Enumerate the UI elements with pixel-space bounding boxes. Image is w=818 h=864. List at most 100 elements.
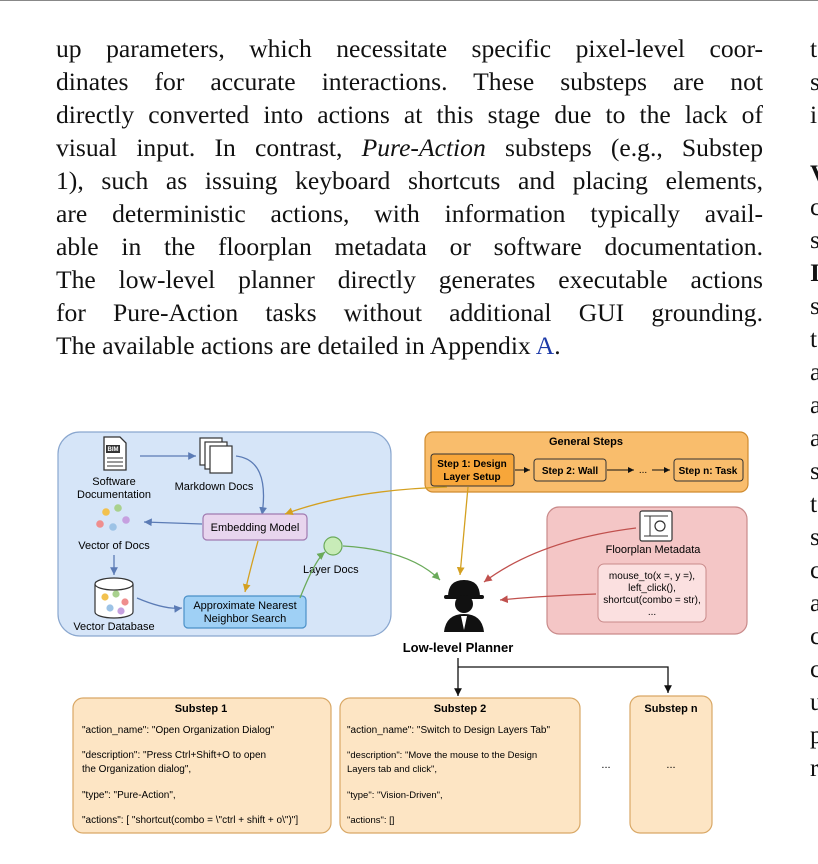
col2-char: c [810,192,818,221]
substep2-card [339,697,581,834]
text-line: up parameters, which necessitate specifi… [56,34,763,63]
arrow-planner-to-substepn [458,666,672,693]
action-item: mouse_to(x =, y =), [609,571,695,582]
embedding-model-box [202,513,308,541]
substep1-type: "type": "Pure-Action", [82,790,176,801]
substepn-body: ... [666,759,675,771]
col2-char: s [810,225,818,254]
substep1-actions: "actions": [ "shortcut(combo = \"ctrl + … [82,815,298,826]
general-steps-title: General Steps [549,436,623,448]
substepn-title: Substep n [644,703,697,715]
step1-label: Step 1: Design [437,459,506,470]
col2-char: a [810,357,818,386]
arrow-actions-to-planner [499,593,597,604]
markdown-docs-label: Markdown Docs [175,481,254,493]
markdown-docs-icon [199,437,233,474]
col2-char: c [810,654,818,683]
col2-char: s [810,291,818,320]
vector-database-icon [94,577,134,619]
appendix-link[interactable]: A [535,331,555,360]
col2-char: r [810,753,818,782]
col2-char: V [810,157,818,190]
substep1-card [72,697,332,834]
col2-char: t [810,34,818,63]
actions-box [597,563,707,623]
embedding-model-label: Embedding Model [211,522,300,534]
col2-char: c [810,555,818,584]
right-column-fragment-2: V c s I s t a a a s t s c a c c u p r [810,157,818,784]
substep1-title: Substep 1 [175,703,228,715]
vector-of-docs-label: Vector of Docs [78,540,150,552]
software-doc-icon [103,436,127,471]
text-span: visual input. In contrast, [56,133,362,162]
col2-char: a [810,423,818,452]
text-span: . [554,331,561,360]
col2-char: t [810,489,818,518]
text-span: The available actions are detailed in Ap… [56,331,536,360]
vector-database-label: Vector Database [73,621,154,633]
ann-search-label: Neighbor Search [204,613,287,625]
arrow-metadata-to-planner [483,527,637,583]
layer-docs-node [323,536,343,556]
arrow-step1-to-planner [456,486,469,576]
top-rule [0,0,818,1]
arrow-embedding-to-ann [242,540,259,593]
substep2-title: Substep 2 [434,703,487,715]
col2-char: s [810,522,818,551]
substep2-action-name: "action_name": "Switch to Design Layers … [347,725,550,736]
text-line: The low-level planner directly generates… [56,265,763,294]
vector-of-docs-icon [96,504,130,531]
text-line: are deterministic actions, with informat… [56,199,763,228]
arrow-embedding-to-vector [143,518,203,527]
body-paragraph: up parameters, which necessitate specifi… [56,32,763,362]
substep1-description: the Organization dialog", [82,764,191,775]
text-line: visual input. In contrast, Pure-Action s… [56,131,763,164]
substeps-ellipsis: ... [601,759,610,771]
col2-char: c [810,621,818,650]
stepn-label: Step n: Task [679,466,738,477]
planner-worker-icon [444,580,484,632]
step1-label: Layer Setup [443,472,500,483]
action-item: shortcut(combo = str), [603,595,701,606]
layer-docs-label: Layer Docs [303,564,359,576]
planner-label: Low-level Planner [403,640,514,655]
arrow-ann-to-layerdocs [299,551,326,599]
substepn-card [629,695,713,834]
substep1-action-name: "action_name": "Open Organization Dialog… [82,725,275,736]
col2-char: a [810,390,818,419]
arrow-layerdocs-to-planner [342,545,441,581]
metadata-title: Floorplan Metadata [606,544,702,556]
stepn-box [673,458,744,482]
col2-char: I [810,258,818,287]
text-span: substeps (e.g., Substep [485,133,763,162]
col2-char: a [810,588,818,617]
text-line: dinates for accurate interactions. These… [56,67,763,96]
substep1-description: "description": "Press Ctrl+Shift+O to op… [82,750,266,761]
col2-char: s [810,456,818,485]
arrow-step1-to-embedding [284,486,448,515]
step2-label: Step 2: Wall [542,466,599,477]
emphasis-pure-action: Pure-Action [361,133,486,162]
action-item: left_click(), [628,583,676,594]
step1-box [430,453,515,487]
col2-char: s [810,67,818,96]
text-line: 1), such as issuing keyboard shortcuts a… [56,166,763,195]
text-line: The available actions are detailed in Ap… [56,329,763,362]
step2-box [533,458,607,482]
arrow-db-to-ann [136,597,183,613]
text-line: directly converted into actions at this … [56,100,763,129]
ann-search-label: Approximate Nearest [193,600,296,612]
col2-char: p [810,720,818,749]
text-line: able in the floorplan metadata or softwa… [56,232,763,261]
steps-ellipsis: ... [639,465,647,476]
software-docs-label: Documentation [77,489,151,501]
bim-label: BIM [108,447,119,453]
arrow-markdown-to-embedding [235,455,267,516]
software-docs-label: Software [92,476,135,488]
substep2-description: Layers tab and click", [347,764,437,775]
substep2-description: "description": "Move the mouse to the De… [347,750,537,761]
text-line: for Pure-Action tasks without additional… [56,298,763,327]
col2-char: t [810,324,818,353]
right-column-fragment: t s i [810,32,818,131]
